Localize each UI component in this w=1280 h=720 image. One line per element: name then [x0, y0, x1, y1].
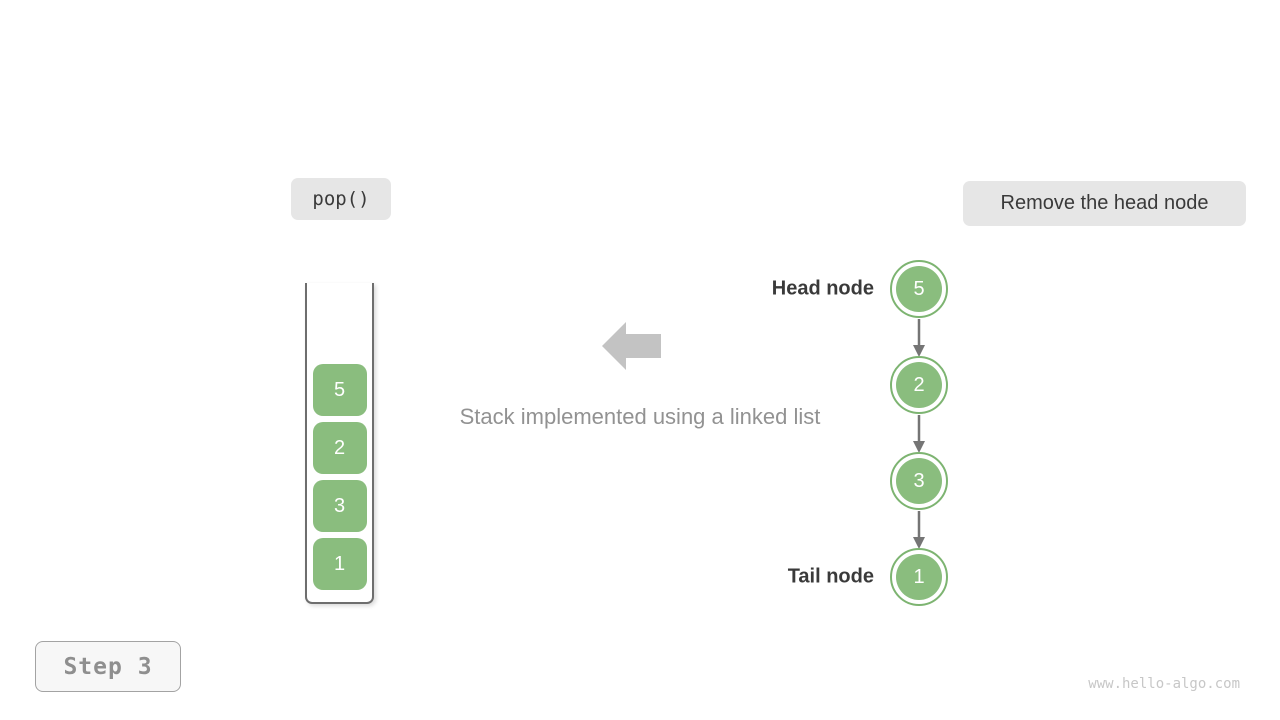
list-node: 5 — [890, 260, 948, 318]
step-badge: Step 3 — [35, 641, 181, 692]
list-node-value: 1 — [896, 554, 942, 600]
action-badge: Remove the head node — [963, 181, 1246, 226]
list-node: 3 — [890, 452, 948, 510]
head-node-label: Head node — [771, 277, 874, 300]
step-label: Step 3 — [63, 653, 153, 680]
pop-operation-badge: pop() — [291, 178, 391, 220]
list-node: 2 — [890, 356, 948, 414]
stack-cell: 2 — [312, 422, 367, 474]
stack-container: 5 2 3 1 — [305, 283, 374, 604]
list-node-value: 2 — [896, 362, 942, 408]
down-arrow-icon — [911, 511, 927, 554]
down-arrow-icon — [911, 415, 927, 458]
stack-cell: 1 — [312, 538, 367, 590]
pop-operation-label: pop() — [312, 188, 370, 210]
list-node-value: 5 — [896, 266, 942, 312]
down-arrow-icon — [911, 319, 927, 362]
diagram-caption: Stack implemented using a linked list — [459, 404, 821, 429]
action-label: Remove the head node — [1000, 192, 1209, 214]
tail-node-label: Tail node — [787, 565, 874, 588]
stack-cell: 3 — [312, 480, 367, 532]
list-node: 1 — [890, 548, 948, 606]
stack-cell: 5 — [312, 364, 367, 416]
watermark: www.hello-algo.com — [1088, 676, 1240, 692]
left-arrow-icon — [602, 321, 662, 376]
list-node-value: 3 — [896, 458, 942, 504]
